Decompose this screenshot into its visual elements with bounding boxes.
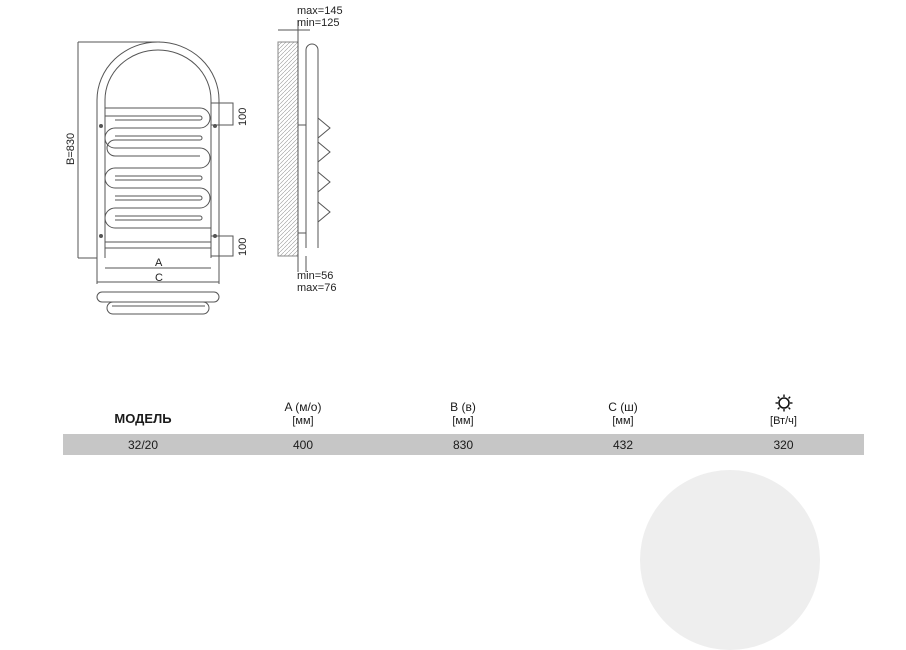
table-row: 32/20 400 830 432 320 [63,434,864,455]
header-c-unit: [мм] [612,415,634,427]
sun-icon [775,394,792,412]
towel-rail-side-view [277,20,331,272]
header-power-unit: [Вт/ч] [770,415,797,427]
label-b: B=830 [65,133,77,165]
header-b: B (в) [мм] [383,400,543,434]
cell-a: 400 [292,437,314,452]
label-bottom-max: max=76 [297,282,336,294]
label-upper-connection: 100 [237,108,249,126]
label-lower-connection: 100 [237,238,249,256]
label-top-max: max=145 [297,5,343,17]
label-c: C [155,272,163,284]
header-b-label: B (в) [450,400,476,414]
header-model: МОДЕЛЬ [114,411,172,426]
header-c-label: C (ш) [608,400,638,414]
cell-c: 432 [612,437,634,452]
header-a-unit: [мм] [292,415,314,427]
header-b-unit: [мм] [452,415,474,427]
table-header: МОДЕЛЬ A (м/о) [мм] B (в) [мм] C (ш) [мм… [63,392,864,434]
label-top-min: min=125 [297,17,340,29]
label-a: A [155,257,163,269]
cell-b: 830 [452,437,474,452]
spec-table: МОДЕЛЬ A (м/о) [мм] B (в) [мм] C (ш) [мм… [63,392,864,455]
background-circle [640,470,820,650]
cell-model: 32/20 [127,437,159,452]
header-c: C (ш) [мм] [543,400,703,434]
label-bottom-min: min=56 [297,270,333,282]
technical-drawing: B=830 A C 100 100 max=145 min=125 min=56… [65,5,343,315]
towel-rail-front-view [96,41,234,258]
cell-power: 320 [773,437,794,452]
towel-rail-top-view [96,291,220,315]
front-dimensions [77,41,220,284]
header-power: [Вт/ч] [703,394,864,434]
header-a: A (м/о) [мм] [223,400,383,434]
header-a-label: A (м/о) [284,400,322,414]
